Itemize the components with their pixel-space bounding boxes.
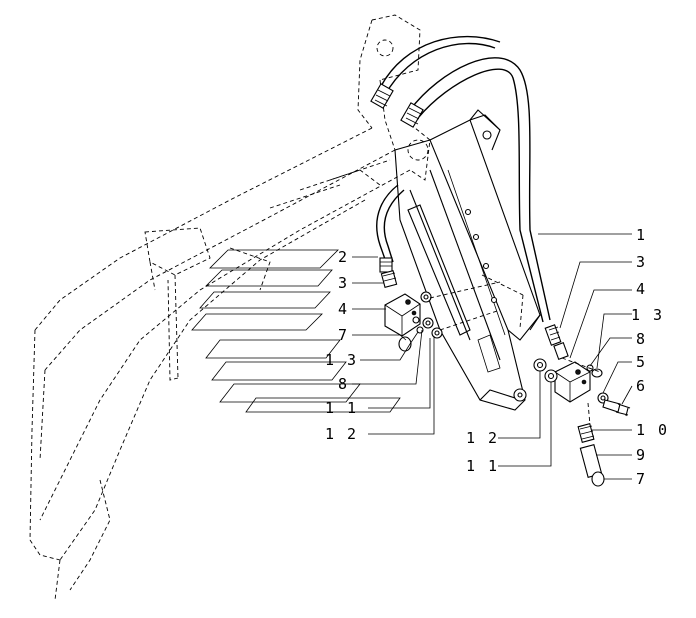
callout-1: 1 [636,226,647,244]
hydraulic-hoses [370,35,551,323]
callout-8-left: 8 [338,375,349,393]
left-valve-block-assembly [380,270,501,352]
callout-4-right: 4 [636,280,647,298]
callout-13-right: 1 3 [631,306,664,324]
callout-2: 2 [338,248,349,266]
callout-6: 6 [636,377,647,395]
callout-11-left: 1 1 [325,399,358,417]
callout-12-right: 1 2 [466,429,499,447]
boom-arm-outline [29,14,431,601]
callout-7-right: 7 [636,470,647,488]
right-valve-block-assembly [533,324,631,487]
callout-3-left: 3 [338,274,349,292]
callout-8-right: 8 [636,330,647,348]
callout-5: 5 [636,353,647,371]
callout-4-left: 4 [338,300,349,318]
callout-3-right: 3 [636,253,647,271]
leader-lines [352,233,633,480]
callout-9: 9 [636,446,647,464]
dipper-arm [394,109,541,411]
callout-labels: 1 3 4 1 3 8 5 6 1 0 9 7 1 2 1 1 2 3 4 7 … [325,226,669,488]
callout-12-left: 1 2 [325,425,358,443]
callout-7-left: 7 [338,326,349,344]
callout-10: 1 0 [636,421,669,439]
overlay-plates [191,249,401,413]
callout-11-right: 1 1 [466,457,499,475]
callout-13-left: 1 3 [325,351,358,369]
